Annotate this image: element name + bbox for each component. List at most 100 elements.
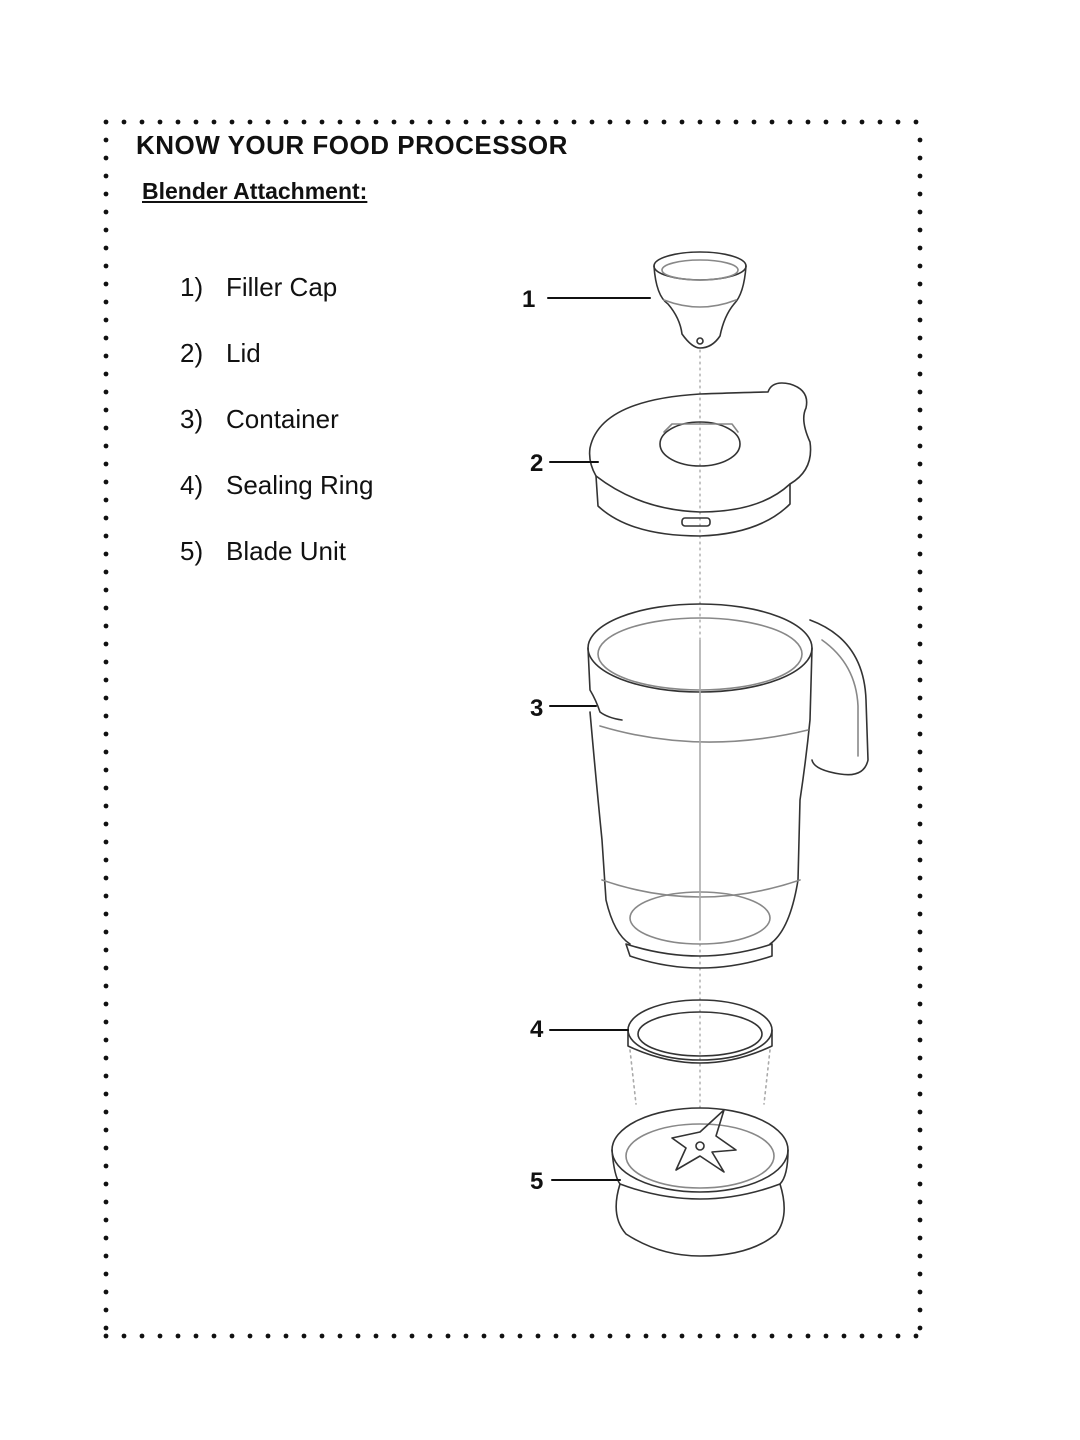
- border-dot: [859, 119, 865, 125]
- border-dot: [841, 119, 847, 125]
- border-dot: [103, 317, 109, 323]
- border-dot: [917, 389, 923, 395]
- border-dot: [553, 119, 559, 125]
- border-dot: [103, 425, 109, 431]
- border-dot: [355, 1333, 361, 1339]
- border-dot: [917, 623, 923, 629]
- border-dot: [103, 551, 109, 557]
- border-dot: [917, 299, 923, 305]
- border-dot: [409, 119, 415, 125]
- border-dot: [301, 119, 307, 125]
- part-number: 5): [180, 536, 204, 566]
- border-dot: [265, 1333, 271, 1339]
- border-dot: [917, 1127, 923, 1133]
- border-dot: [103, 281, 109, 287]
- border-dot: [917, 1307, 923, 1313]
- border-dot: [877, 1333, 883, 1339]
- border-dot: [661, 119, 667, 125]
- border-dot: [679, 119, 685, 125]
- border-dot: [103, 353, 109, 359]
- border-dot: [103, 1019, 109, 1025]
- border-dot: [517, 119, 523, 125]
- part-label: Lid: [226, 338, 261, 368]
- border-dot: [103, 461, 109, 467]
- border-dot: [103, 137, 109, 143]
- border-dot: [103, 443, 109, 449]
- border-dot: [103, 1055, 109, 1061]
- border-dot: [355, 119, 361, 125]
- border-dot: [733, 1333, 739, 1339]
- border-dot: [917, 1109, 923, 1115]
- parts-list: 1) Filler Cap 2) Lid 3) Container 4) Sea…: [180, 272, 373, 602]
- border-dot: [427, 119, 433, 125]
- border-dot: [103, 1037, 109, 1043]
- border-dot: [607, 119, 613, 125]
- border-dot: [175, 119, 181, 125]
- border-dot: [917, 533, 923, 539]
- border-dot: [589, 119, 595, 125]
- border-dot: [103, 767, 109, 773]
- border-dot: [103, 371, 109, 377]
- border-dot: [103, 497, 109, 503]
- border-dot: [103, 839, 109, 845]
- border-dot: [751, 119, 757, 125]
- part-number: 4): [180, 470, 204, 500]
- border-dot: [751, 1333, 757, 1339]
- border-dot: [917, 839, 923, 845]
- border-dot: [917, 1325, 923, 1331]
- border-dot: [917, 1217, 923, 1223]
- border-dot: [103, 209, 109, 215]
- border-dot: [607, 1333, 613, 1339]
- border-dot: [917, 1001, 923, 1007]
- blade-unit-icon: [611, 1107, 789, 1257]
- border-dot: [121, 1333, 127, 1339]
- border-dot: [697, 119, 703, 125]
- list-item: 4) Sealing Ring: [180, 470, 373, 536]
- border-dot: [103, 857, 109, 863]
- border-dot: [917, 1073, 923, 1079]
- border-dot: [103, 749, 109, 755]
- border-dot: [481, 119, 487, 125]
- border-dot: [499, 1333, 505, 1339]
- border-dot: [499, 119, 505, 125]
- callout-number-1: 1: [522, 286, 536, 313]
- border-dot: [917, 1163, 923, 1169]
- border-dot: [917, 821, 923, 827]
- part-number: 1): [180, 272, 204, 302]
- border-dot: [917, 1199, 923, 1205]
- border-dot: [121, 119, 127, 125]
- border-dot: [917, 1235, 923, 1241]
- page-title: KNOW YOUR FOOD PROCESSOR: [136, 130, 568, 160]
- border-dot: [463, 119, 469, 125]
- border-dot: [917, 281, 923, 287]
- callout-number-2: 2: [530, 450, 544, 477]
- border-dot: [917, 857, 923, 863]
- border-dot: [211, 119, 217, 125]
- border-dot: [103, 695, 109, 701]
- border-dot: [895, 1333, 901, 1339]
- list-item: 2) Lid: [180, 338, 373, 404]
- border-dot: [859, 1333, 865, 1339]
- border-dot: [103, 677, 109, 683]
- border-dot: [103, 803, 109, 809]
- border-dot: [103, 605, 109, 611]
- border-dot: [103, 713, 109, 719]
- border-dot: [917, 245, 923, 251]
- border-dot: [917, 767, 923, 773]
- border-dot: [103, 1127, 109, 1133]
- border-dot: [103, 893, 109, 899]
- border-dot: [917, 605, 923, 611]
- border-dot: [103, 947, 109, 953]
- border-dot: [247, 1333, 253, 1339]
- border-dot: [409, 1333, 415, 1339]
- border-dot: [103, 155, 109, 161]
- border-dot: [373, 119, 379, 125]
- border-dot: [733, 119, 739, 125]
- border-dot: [917, 713, 923, 719]
- border-dot: [917, 425, 923, 431]
- border-dot: [877, 119, 883, 125]
- border-dot: [823, 1333, 829, 1339]
- border-dot: [391, 119, 397, 125]
- border-dot: [103, 1001, 109, 1007]
